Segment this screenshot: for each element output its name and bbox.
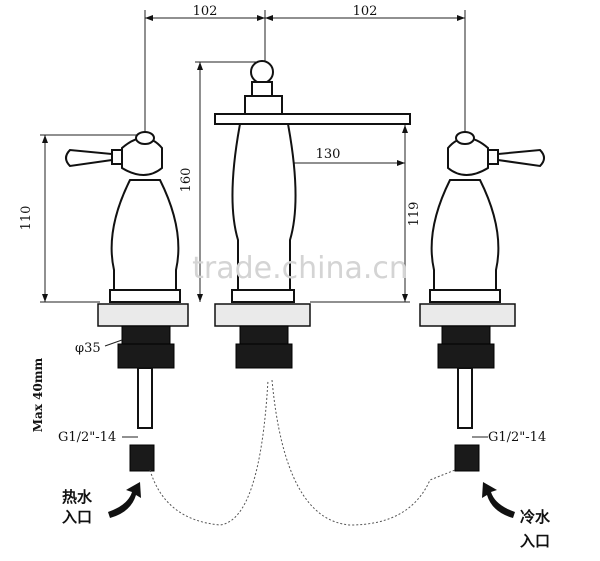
right-thread-label: G1/2"-14 <box>488 430 546 445</box>
cold-inlet-label-line2: 入口 <box>520 532 550 550</box>
right-valve-stem <box>437 325 495 472</box>
right-handle-valve <box>429 131 545 303</box>
dim-spout-height: 160 <box>179 168 194 193</box>
cold-inlet-label-line1: 冷水 <box>520 508 551 526</box>
hot-inlet-arrow-icon <box>108 482 141 518</box>
left-valve-stem <box>117 325 175 472</box>
spout-clearance-dim-lines <box>310 125 410 303</box>
dim-handle-height: 110 <box>19 206 34 231</box>
hot-inlet-label-line1: 热水 <box>62 488 93 506</box>
hole-diameter-leader <box>104 339 123 347</box>
dim-max-deck-thickness: Max 40mm <box>31 357 45 432</box>
left-thread-label: G1/2"-14 <box>58 430 116 445</box>
top-dimension-lines <box>144 10 466 135</box>
center-spout <box>214 60 411 303</box>
handle-height-dim-lines <box>40 134 140 303</box>
dim-left-spacing: 102 <box>193 4 218 19</box>
left-handle-valve <box>65 131 181 303</box>
dim-right-spacing: 102 <box>353 4 378 19</box>
spout-height-dim-lines <box>195 61 258 302</box>
flexible-hoses <box>149 379 456 526</box>
hot-inlet-label-line2: 入口 <box>62 508 92 526</box>
cold-inlet-arrow-icon <box>482 482 515 518</box>
watermark: trade.china.cn <box>192 251 408 286</box>
center-spout-stem <box>235 325 293 369</box>
dim-hole-diameter: φ35 <box>75 341 101 356</box>
deck-plate <box>97 303 516 327</box>
dim-spout-reach: 130 <box>316 147 341 162</box>
dim-spout-clearance: 119 <box>407 202 422 227</box>
